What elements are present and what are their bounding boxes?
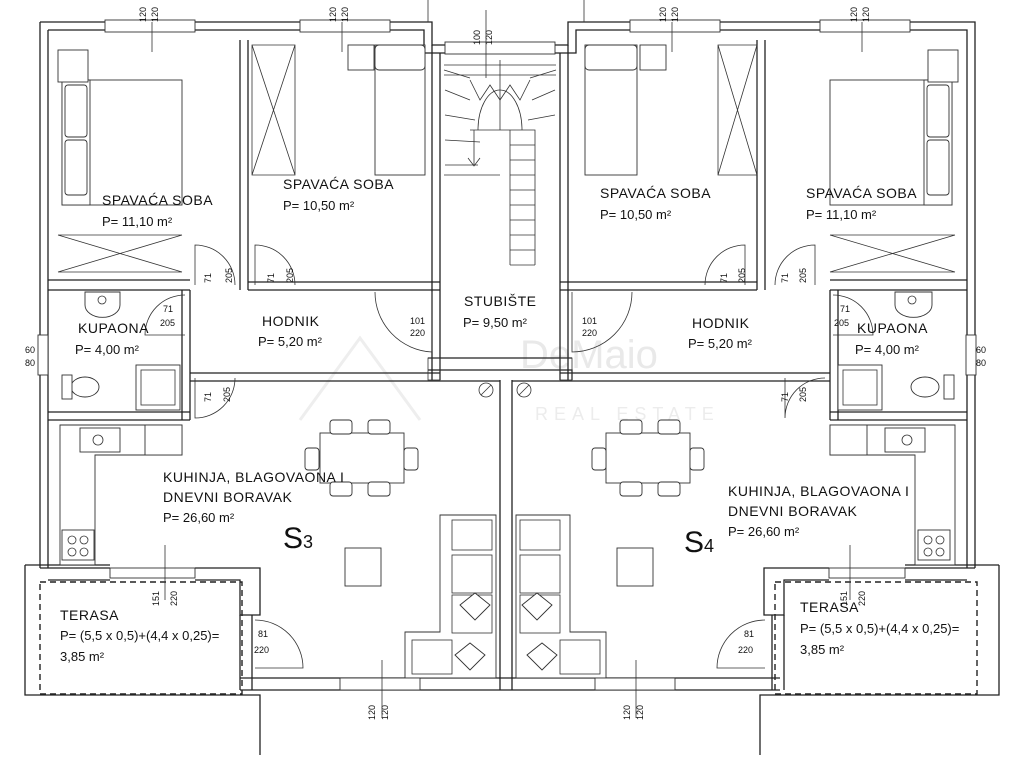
dim-label: 80 (25, 358, 35, 368)
dim-label: 220 (410, 328, 425, 338)
room-bedroom-right-inner-area: P= 10,50 m² (600, 207, 672, 222)
dim-label: 71 (840, 304, 850, 314)
kitchen-living-furniture (59, 419, 956, 691)
dim-label: 120 (849, 7, 859, 22)
room-living-left-area: P= 26,60 m² (163, 510, 235, 525)
dim-label: 71 (203, 273, 213, 283)
unit-label-s4: S4 (684, 526, 714, 559)
unit-number: 4 (704, 536, 714, 556)
dim-label: 120 (138, 7, 148, 22)
room-hall-right-name: HODNIK (692, 315, 750, 331)
dim-label: 220 (254, 645, 269, 655)
room-bath-left-name: KUPAONA (78, 320, 149, 336)
room-terrace-right-area: 3,85 m² (800, 642, 845, 657)
room-hall-left-name: HODNIK (262, 313, 320, 329)
dim-label: 151 (151, 591, 161, 606)
dim-label: 120 (367, 705, 377, 720)
dim-label: 205 (224, 268, 234, 283)
interior-walls (48, 40, 967, 421)
dim-label: 220 (857, 591, 867, 606)
dim-label: 71 (719, 273, 729, 283)
dim-label: 205 (834, 318, 849, 328)
dim-label: 220 (169, 591, 179, 606)
unit-label-s3: S3 (283, 522, 313, 555)
outer-walls (24, 21, 1000, 755)
dim-label: 71 (780, 392, 790, 402)
unit-letter: S (684, 526, 704, 559)
dim-label: 220 (738, 645, 753, 655)
room-labels: SPAVAĆA SOBA P= 11,10 m² SPAVAĆA SOBA P=… (60, 176, 959, 664)
dim-label: 120 (484, 30, 494, 45)
room-terrace-left-formula: P= (5,5 x 0,5)+(4,4 x 0,25)= (60, 628, 219, 643)
dim-label: 151 (839, 591, 849, 606)
room-stair-name: STUBIŠTE (464, 293, 536, 309)
dim-label: 120 (635, 705, 645, 720)
dim-label: 71 (163, 304, 173, 314)
dim-label: 205 (160, 318, 175, 328)
dim-label: 120 (340, 7, 350, 22)
unit-letter: S (283, 522, 303, 555)
room-hall-right-area: P= 5,20 m² (688, 336, 753, 351)
room-bedroom-left-outer-area: P= 11,10 m² (102, 214, 173, 229)
room-terrace-right-name: TERASA (800, 599, 859, 615)
dim-label: 120 (622, 705, 632, 720)
room-bedroom-left-inner-area: P= 10,50 m² (283, 198, 355, 213)
room-living-left-line2: DNEVNI BORAVAK (163, 489, 293, 505)
unit-labels: S3 S4 (283, 522, 714, 559)
dim-label: 81 (258, 629, 268, 639)
dim-label: 220 (582, 328, 597, 338)
dim-label: 100 (472, 30, 482, 45)
dim-label: 205 (798, 387, 808, 402)
room-terrace-left-name: TERASA (60, 607, 119, 623)
room-stair-area: P= 9,50 m² (463, 315, 528, 330)
bath-fixtures (37, 291, 977, 411)
room-hall-left-area: P= 5,20 m² (258, 334, 323, 349)
room-bath-right-name: KUPAONA (857, 320, 928, 336)
dim-label: 205 (737, 268, 747, 283)
bedroom-furniture (57, 44, 959, 273)
dimensions: 120 120 120 120 120 120 120 120 100 120 … (25, 7, 986, 720)
dim-label: 71 (780, 273, 790, 283)
room-bedroom-right-inner-name: SPAVAĆA SOBA (600, 185, 711, 201)
room-bath-right-area: P= 4,00 m² (855, 342, 920, 357)
dim-label: 205 (222, 387, 232, 402)
windows-top (104, 0, 911, 55)
dim-label: 101 (410, 316, 425, 326)
room-terrace-right-formula: P= (5,5 x 0,5)+(4,4 x 0,25)= (800, 621, 959, 636)
dim-label: 120 (150, 7, 160, 22)
watermark-sub: REAL ESTATE (535, 404, 720, 424)
dim-label: 120 (380, 705, 390, 720)
dim-label: 205 (798, 268, 808, 283)
room-living-left-line1: KUHINJA, BLAGOVAONA I (163, 469, 344, 485)
unit-number: 3 (303, 532, 313, 552)
room-terrace-left-area: 3,85 m² (60, 649, 105, 664)
room-bedroom-right-outer-area: P= 11,10 m² (806, 207, 877, 222)
room-bedroom-left-outer-name: SPAVAĆA SOBA (102, 192, 213, 208)
room-bedroom-left-inner-name: SPAVAĆA SOBA (283, 176, 394, 192)
dim-label: 120 (670, 7, 680, 22)
dim-label: 101 (582, 316, 597, 326)
room-bath-left-area: P= 4,00 m² (75, 342, 140, 357)
dim-label: 60 (25, 345, 35, 355)
dim-label: 71 (266, 273, 276, 283)
doors (109, 244, 906, 669)
dim-label: 120 (861, 7, 871, 22)
room-living-right-line2: DNEVNI BORAVAK (728, 503, 858, 519)
dim-label: 81 (744, 629, 754, 639)
room-living-right-line1: KUHINJA, BLAGOVAONA I (728, 483, 909, 499)
dim-label: 80 (976, 358, 986, 368)
dim-label: 60 (976, 345, 986, 355)
dim-label: 120 (658, 7, 668, 22)
room-bedroom-right-outer-name: SPAVAĆA SOBA (806, 185, 917, 201)
room-living-right-area: P= 26,60 m² (728, 524, 800, 539)
dim-label: 71 (203, 392, 213, 402)
dim-label: 120 (328, 7, 338, 22)
staircase (443, 60, 557, 266)
watermark: DeMaio REAL ESTATE (298, 333, 720, 424)
dim-label: 205 (285, 268, 295, 283)
